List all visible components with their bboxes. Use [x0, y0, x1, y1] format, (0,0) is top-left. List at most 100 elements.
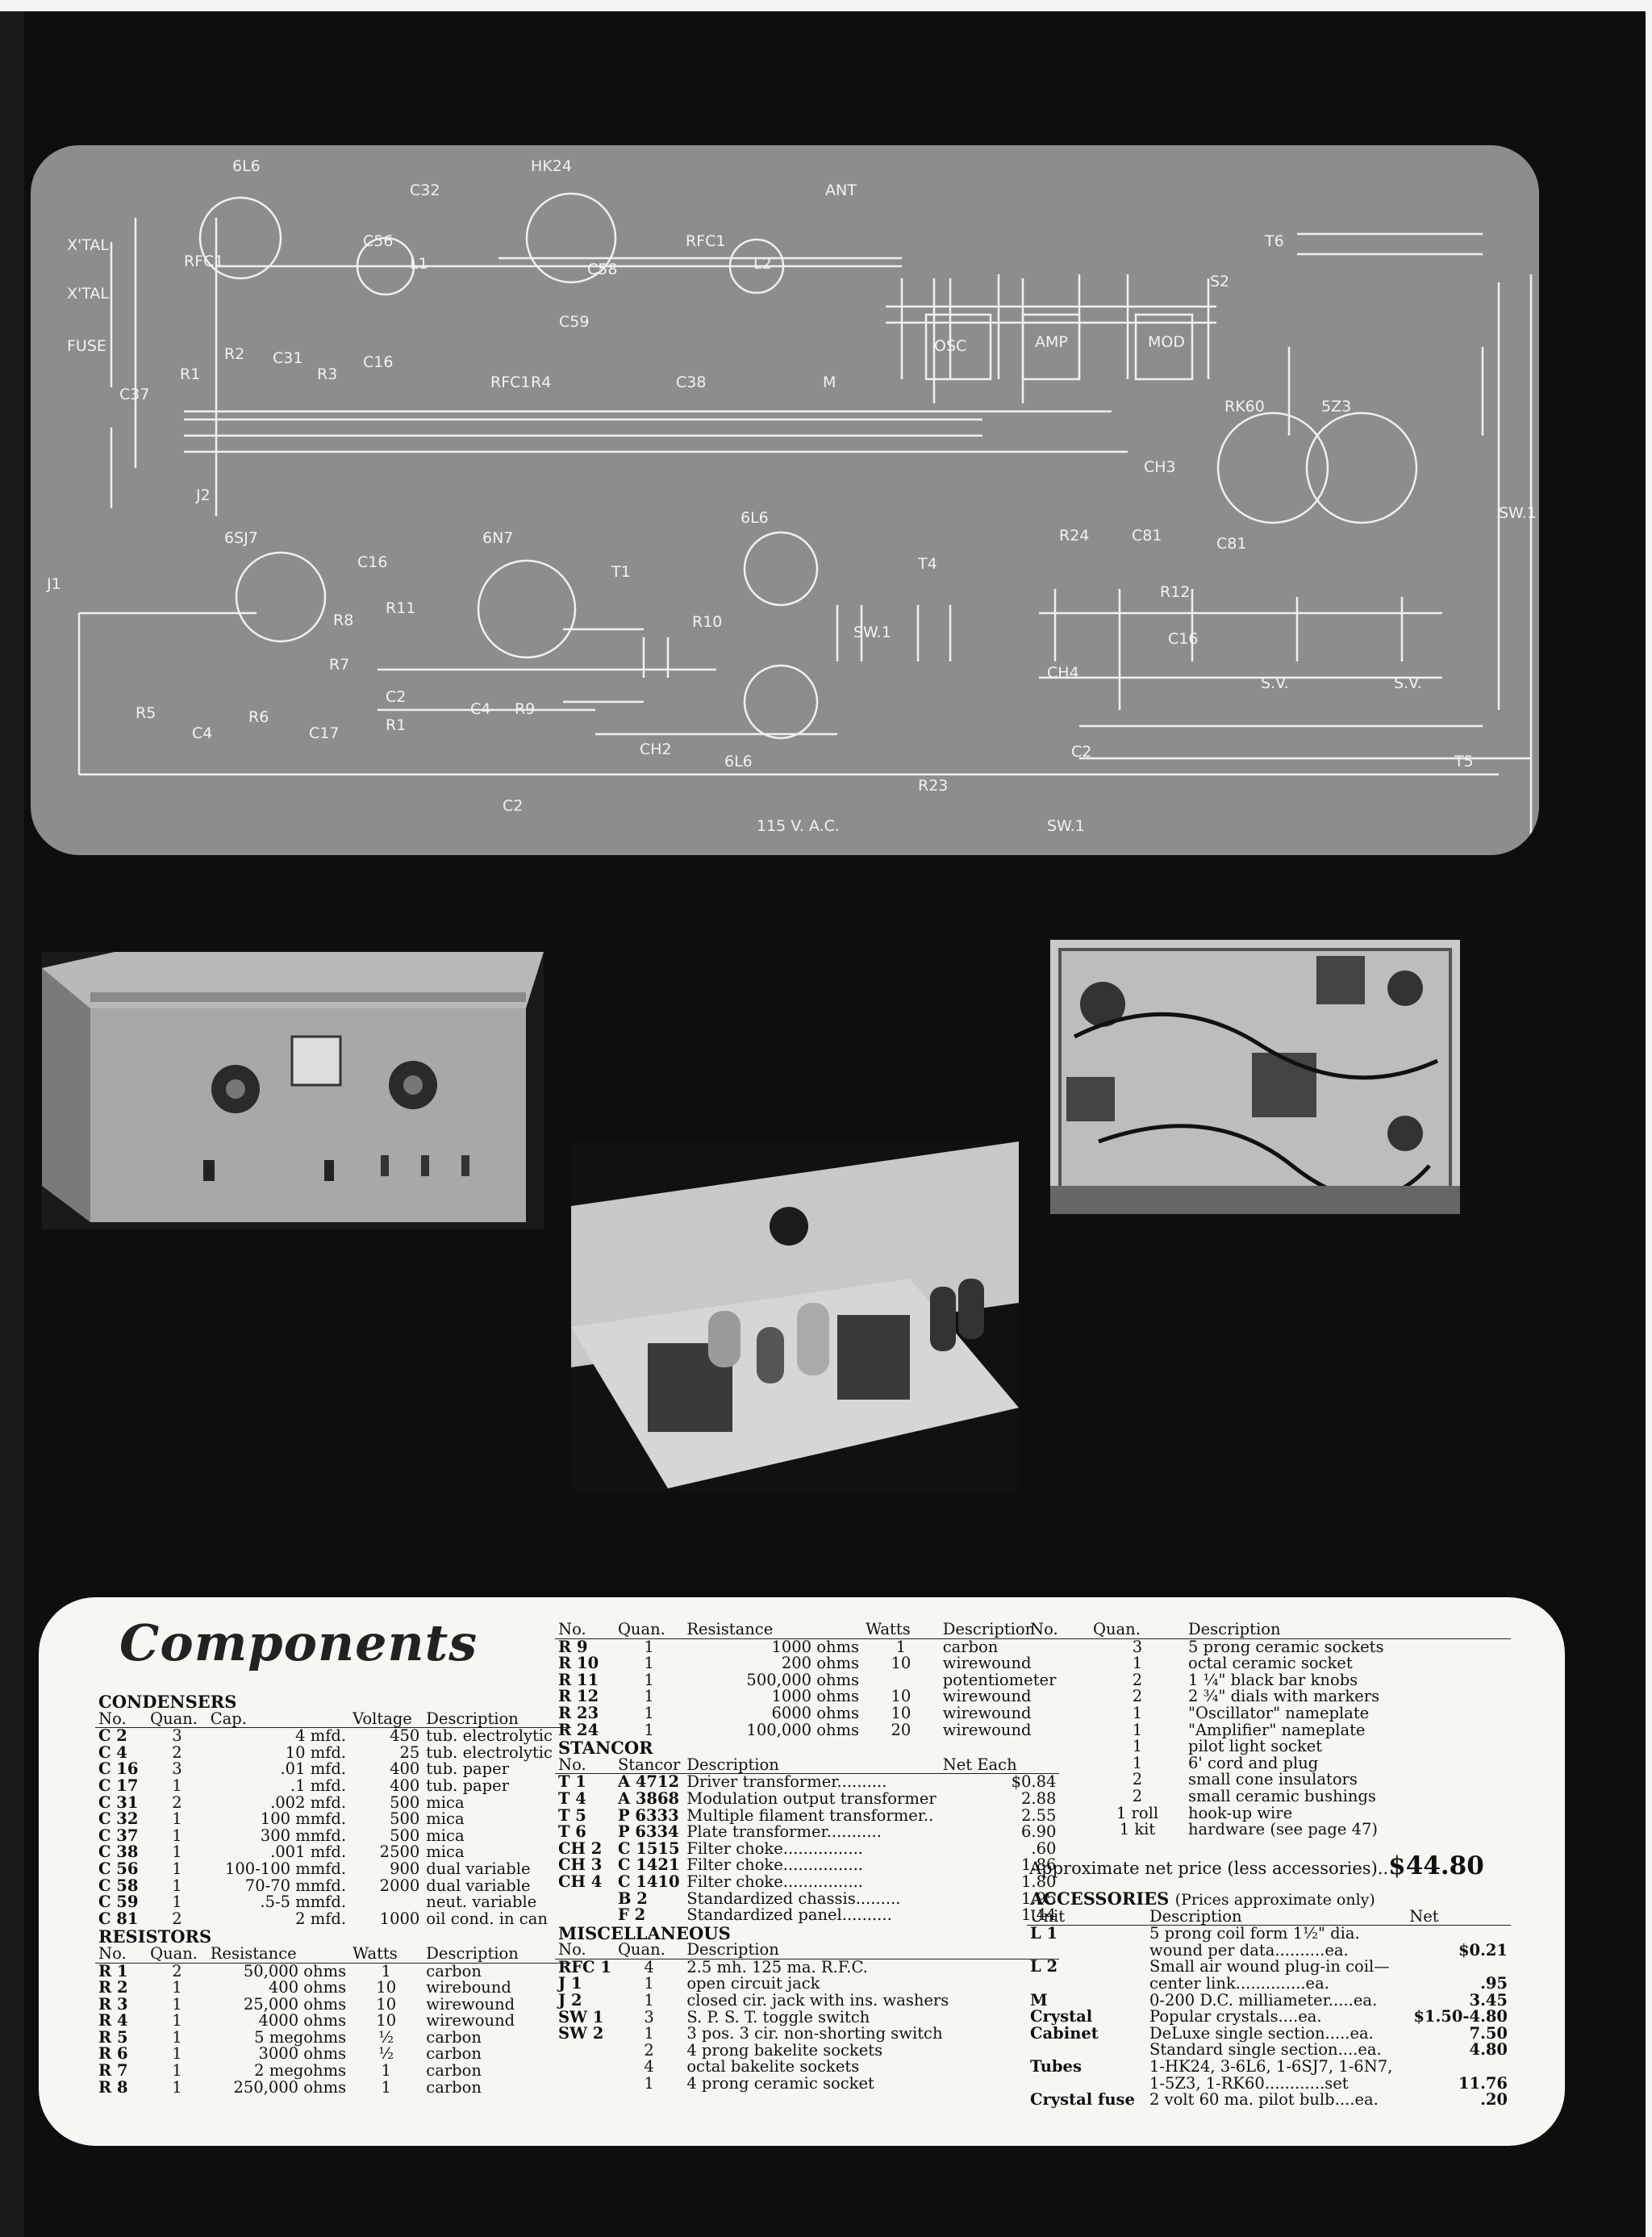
table-cell: 3.45	[1469, 1990, 1508, 2010]
table-cell	[1406, 1959, 1511, 1976]
table-cell: 450	[390, 1726, 420, 1746]
table-cell: 1	[895, 1637, 907, 1656]
table-cell: 500,000 ohms	[746, 1670, 860, 1689]
table-cell: 2	[1132, 1770, 1143, 1789]
table-cell: Small air wound plug-in coil—	[1149, 1957, 1390, 1976]
table-cell: Filter choke................	[686, 1872, 863, 1891]
table-cell: 5 prong ceramic sockets	[1188, 1637, 1384, 1656]
table-header-row: No. Quan. Resistance Watts Description	[555, 1621, 1060, 1639]
table-cell: tub. electrolytic	[426, 1742, 553, 1762]
table-cell: M	[1030, 1990, 1048, 2010]
table-cell: 100 mmfd.	[260, 1809, 347, 1829]
table-cell: 1.95	[1020, 1889, 1057, 1908]
table-cell: 1000 ohms	[771, 1637, 860, 1656]
table-cell	[555, 1891, 615, 1908]
table-cell: .1 mfd.	[290, 1776, 347, 1795]
table-cell: A 4712	[617, 1772, 680, 1792]
table-cell: hook-up wire	[1188, 1803, 1293, 1822]
table-cell: dual variable	[426, 1859, 531, 1878]
svg-text:C56: C56	[363, 232, 393, 250]
table-cell: "Oscillator" nameplate	[1188, 1703, 1370, 1722]
table-cell: CH 2	[558, 1838, 603, 1858]
table-cell: 5 megohms	[254, 2027, 347, 2047]
table-cell: 2	[1132, 1670, 1143, 1689]
svg-text:RFC1: RFC1	[490, 374, 531, 391]
table-cell: 1	[172, 1826, 182, 1845]
svg-text:6L6: 6L6	[724, 753, 753, 770]
table-cell: Tubes	[1030, 2056, 1082, 2076]
table-cell: C 2	[98, 1726, 127, 1746]
table-cell: C 38	[98, 1843, 139, 1862]
table-cell: T 5	[558, 1805, 586, 1825]
svg-text:T4: T4	[917, 555, 937, 573]
table-cell: 1	[381, 1961, 391, 1980]
table-cell: carbon	[942, 1637, 999, 1656]
table-cell: L 1	[1030, 1924, 1058, 1943]
table-cell: 1	[644, 1687, 654, 1706]
table-cell: carbon	[426, 2044, 482, 2064]
table-cell: 500	[390, 1809, 420, 1829]
page-edge	[1646, 0, 1652, 2237]
table-cell: T 4	[558, 1788, 586, 1808]
table-cell	[349, 1894, 423, 1911]
table-cell: C 32	[98, 1809, 139, 1829]
table-header-row: Unit Description Net	[1027, 1908, 1511, 1926]
table-cell: 2	[644, 2040, 654, 2060]
table-cell: carbon	[426, 2077, 482, 2097]
table-cell: carbon	[426, 2027, 482, 2047]
stancor-heading: STANCOR	[558, 1738, 653, 1759]
table-cell: Standardized chassis.........	[686, 1889, 901, 1908]
table-cell: 6000 ohms	[771, 1703, 860, 1722]
table-cell: ½	[378, 2027, 394, 2047]
table-row: center link..............ea..95	[1027, 1975, 1511, 1993]
svg-text:FUSE: FUSE	[67, 337, 106, 355]
table-cell: P 6333	[617, 1805, 679, 1825]
table-cell: Cabinet	[1030, 2023, 1099, 2043]
svg-text:AMP: AMP	[1035, 333, 1068, 351]
table-cell: $0.21	[1458, 1940, 1508, 1959]
svg-text:RFC1: RFC1	[686, 232, 726, 250]
table-row: 1"Oscillator" nameplate	[1027, 1705, 1511, 1722]
table-cell: R 23	[558, 1703, 599, 1722]
table-cell: 2	[1132, 1786, 1143, 1805]
table-cell: oil cond. in can	[426, 1909, 548, 1928]
svg-text:R5: R5	[136, 704, 156, 722]
table-cell: 50,000 ohms	[243, 1961, 347, 1980]
svg-text:C16: C16	[363, 353, 393, 371]
table-cell: "Amplifier" nameplate	[1188, 1720, 1366, 1739]
table-cell: open circuit jack	[686, 1974, 820, 1993]
table-cell: 1	[644, 1670, 654, 1689]
table-cell	[1027, 1943, 1146, 1959]
table-header-row: No. Quan. Cap. Voltage Description	[95, 1710, 571, 1729]
table-cell	[1027, 1738, 1090, 1755]
table-cell: 10	[376, 1994, 397, 2014]
table-cell: small ceramic bushings	[1188, 1786, 1376, 1805]
svg-text:C32: C32	[410, 182, 440, 199]
table-cell: 1	[172, 1859, 182, 1878]
table-cell: 100-100 mmfd.	[224, 1859, 347, 1878]
table-cell: octal bakelite sockets	[686, 2057, 860, 2076]
table-cell: S. P. S. T. toggle switch	[686, 2007, 870, 2026]
table-cell: C 1410	[617, 1872, 680, 1891]
table-cell: $0.84	[1011, 1772, 1057, 1792]
table-cell: 900	[390, 1859, 420, 1878]
table-row: Standard single section....ea.4.80	[1027, 2042, 1511, 2059]
table-cell: 1-5Z3, 1-RK60............set	[1149, 2073, 1349, 2093]
